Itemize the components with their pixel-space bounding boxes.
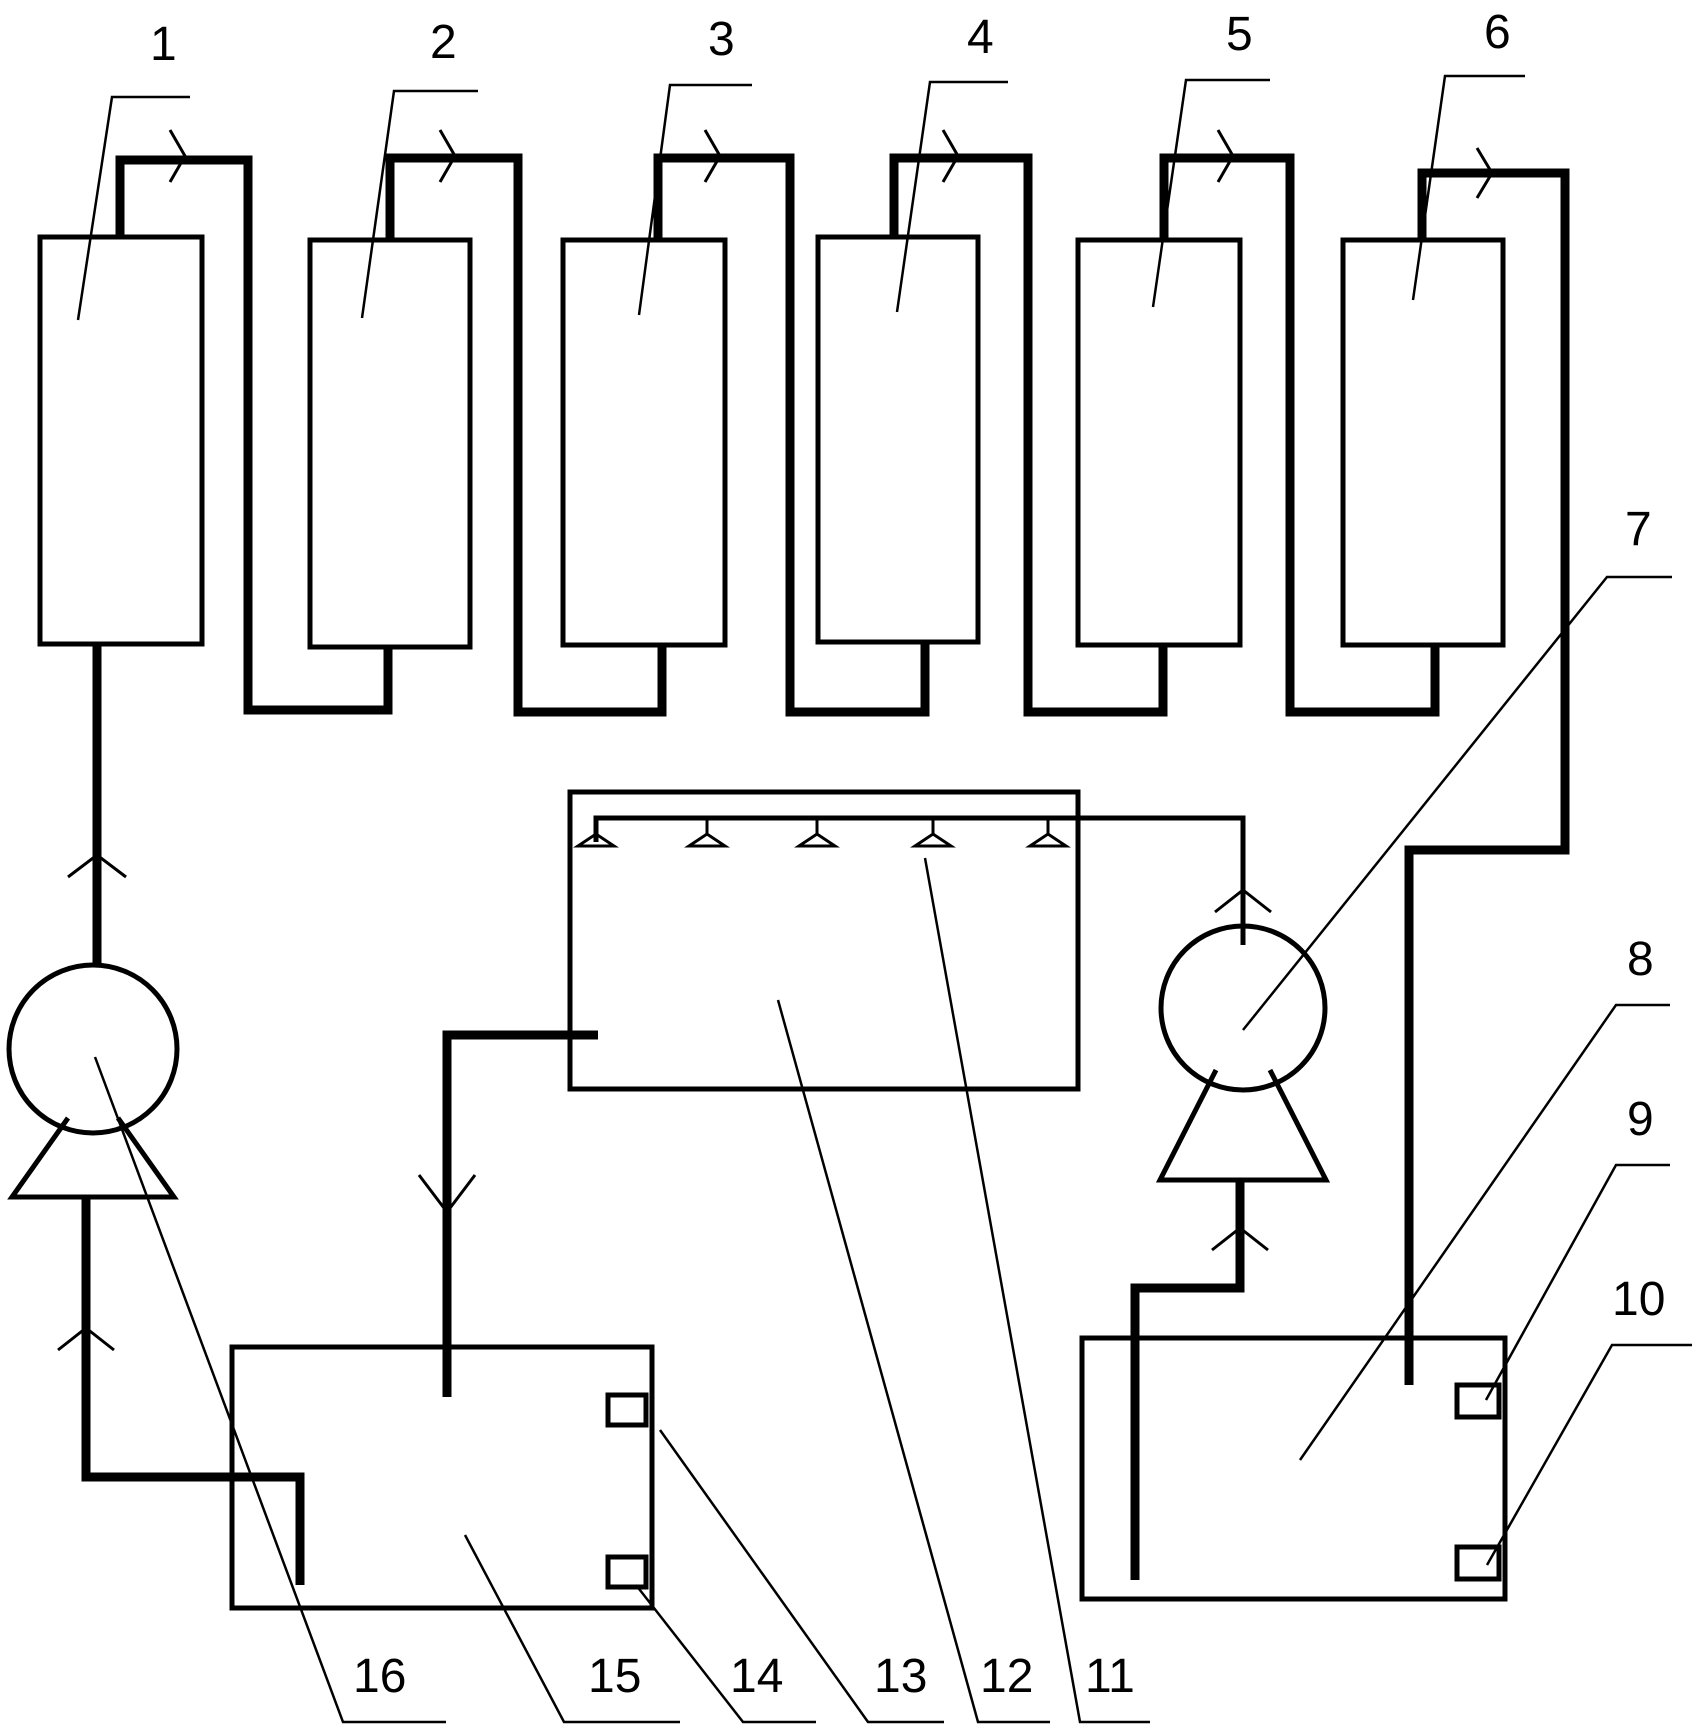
label-15: 15: [588, 1650, 641, 1703]
leader-line-11: [923, 857, 1150, 1724]
pipe-col6-to-tank8: [1404, 168, 1570, 1385]
label-4: 4: [967, 11, 994, 64]
label-16: 16: [353, 1650, 406, 1703]
label-5: 5: [1226, 8, 1253, 61]
leader-line-13: [658, 1429, 944, 1724]
pipe-col1-to-col2: [115, 155, 393, 715]
spray-nozzle: [910, 818, 956, 848]
leader-line-2: [360, 89, 478, 319]
leader-line-4: [895, 80, 1008, 313]
pipe-spraytank-to-tank15: [442, 1030, 598, 1397]
label-14: 14: [730, 1650, 783, 1703]
leader-line-5: [1151, 78, 1270, 308]
column-6: [1340, 237, 1506, 648]
flow-arrow: [703, 129, 722, 183]
leader-line-6: [1411, 74, 1525, 301]
column-2: [307, 237, 473, 650]
leader-line-15: [463, 1534, 680, 1724]
flow-arrow: [1214, 888, 1272, 914]
label-1: 1: [150, 18, 177, 71]
pump-7: [1155, 923, 1331, 1183]
leader-line-14: [635, 1584, 816, 1724]
sensor-14: [605, 1554, 649, 1590]
pipe-tank8-to-pump7: [1130, 1180, 1245, 1580]
sensor-10: [1454, 1544, 1502, 1582]
column-3: [560, 237, 728, 648]
label-9: 9: [1627, 1093, 1654, 1146]
flow-arrow: [1211, 1226, 1269, 1252]
leader-line-1: [76, 95, 190, 321]
flow-arrow: [417, 1174, 477, 1215]
spray-nozzle: [794, 818, 840, 848]
leader-line-8: [1298, 1003, 1670, 1461]
flow-arrow: [438, 129, 457, 183]
pipe-col5-to-col6: [1159, 153, 1440, 717]
leader-line-10: [1485, 1343, 1692, 1566]
tank-8: [1079, 1335, 1508, 1602]
leader-line-7: [1242, 575, 1672, 1031]
spray-tank: [567, 789, 1081, 1092]
spray-nozzle: [684, 818, 730, 848]
flow-arrow: [57, 1326, 115, 1352]
flow-arrow: [1216, 129, 1235, 183]
label-13: 13: [874, 1650, 927, 1703]
spray-header-pipe: [593, 815, 1246, 945]
flow-arrow: [67, 853, 127, 879]
spray-nozzles: [573, 818, 1071, 848]
label-11: 11: [1085, 1650, 1135, 1703]
sensor-13: [605, 1392, 649, 1428]
leader-line-16: [93, 1056, 446, 1724]
label-10: 10: [1612, 1273, 1665, 1326]
spray-nozzle: [573, 818, 619, 848]
label-6: 6: [1484, 6, 1511, 59]
pipe-tank15-to-pump16: [81, 1197, 305, 1585]
flow-arrow: [168, 129, 187, 183]
pipe-col4-to-col5: [889, 153, 1168, 717]
label-12: 12: [980, 1650, 1033, 1703]
label-8: 8: [1627, 933, 1654, 986]
label-3: 3: [708, 13, 735, 66]
column-1: [37, 234, 205, 647]
label-7: 7: [1625, 503, 1652, 556]
flow-arrow: [1475, 147, 1494, 199]
column-5: [1075, 237, 1243, 648]
leader-line-12: [776, 999, 1050, 1724]
leader-line-9: [1484, 1163, 1670, 1401]
tank-15: [229, 1344, 655, 1611]
spray-nozzle: [1025, 818, 1071, 848]
sensor-9: [1454, 1382, 1502, 1420]
leader-line-3: [637, 83, 752, 316]
label-2: 2: [430, 16, 457, 69]
flow-arrow: [941, 129, 960, 183]
pump-16: [6, 962, 180, 1200]
pipe-col2-to-col3: [385, 153, 667, 717]
